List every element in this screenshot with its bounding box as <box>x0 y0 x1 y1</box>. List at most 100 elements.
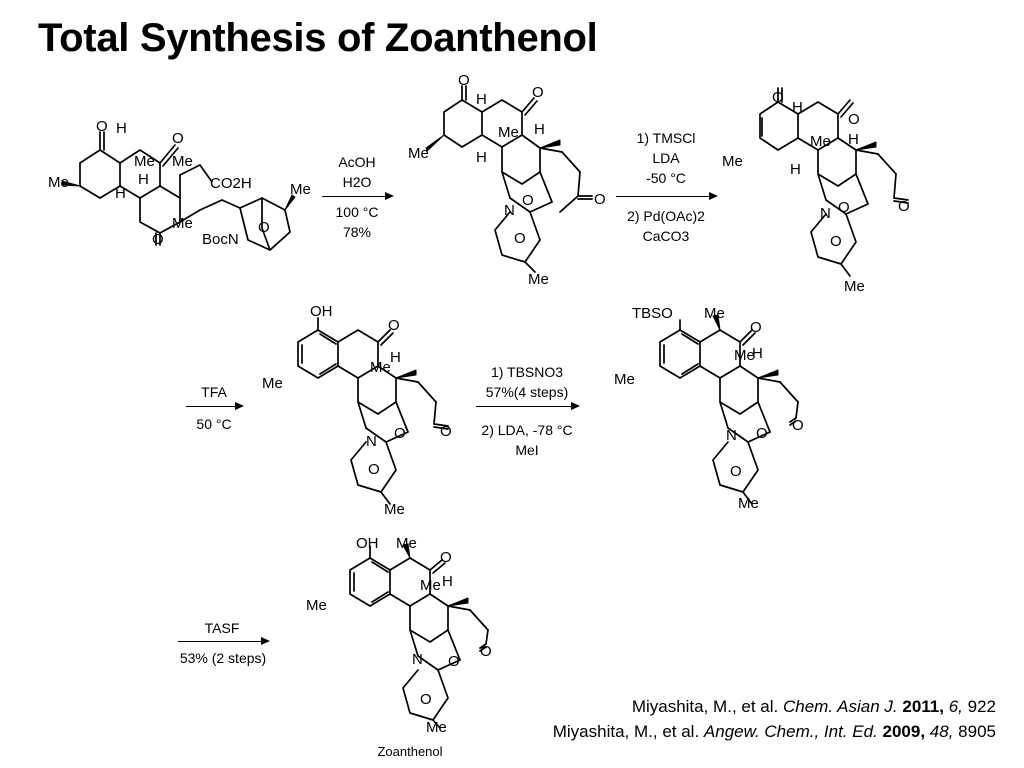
step1-reagent-2: H2O <box>342 174 372 190</box>
step3-temperature-label: 50 °C <box>196 416 232 432</box>
atom-label-hydrogen: H <box>792 99 803 116</box>
atom-label-oxygen: O <box>838 199 850 216</box>
references: Miyashita, M., et al. Chem. Asian J. 201… <box>553 694 996 744</box>
atom-label-oxygen: O <box>772 89 784 106</box>
atom-label-methyl: Me <box>134 153 155 170</box>
atom-label-methyl: Me <box>172 215 193 232</box>
step1-temperature: 100 °C <box>335 204 379 220</box>
step4-arrow <box>476 402 580 410</box>
step5-yield: 53% (2 steps) <box>160 648 286 668</box>
reference-2-journal: Angew. Chem., Int. Ed. <box>703 722 878 741</box>
reference-1-year: 2011, <box>902 697 944 716</box>
atom-label-oxygen: O <box>532 84 544 101</box>
atom-label-oxygen: O <box>448 653 460 670</box>
compound-intermediate-5: TBSO Me O Me H Me O O N O Me <box>614 305 804 512</box>
step4-reagent-2: 2) LDA, -78 °C <box>481 422 573 438</box>
atom-label-hydrogen: H <box>848 131 859 148</box>
atom-label-hydrogen: H <box>534 121 545 138</box>
atom-label-hydrogen: H <box>476 149 487 166</box>
reference-2-volume: 48, <box>929 722 954 741</box>
compound-intermediate-3: O H O Me H Me H O O N O Me <box>722 87 910 295</box>
atom-label-hydrogen: H <box>442 573 453 590</box>
atom-label-methyl: Me <box>370 359 391 376</box>
atom-label-nitrogen: N <box>726 427 737 444</box>
atom-label-methyl: Me <box>426 719 447 736</box>
compound-intermediate-2: O H O Me H Me H O O N O Me <box>408 72 606 288</box>
step2-reagent-3: 2) Pd(OAc)2 <box>627 208 705 224</box>
step5-reagent-label: TASF <box>204 620 240 636</box>
step3-temperature: 50 °C <box>186 414 242 434</box>
slide-title: Total Synthesis of Zoanthenol <box>38 16 598 60</box>
atom-label-methyl: Me <box>498 124 519 141</box>
atom-label-methyl: Me <box>614 371 635 388</box>
atom-label-nitrogen: N <box>366 433 377 450</box>
atom-label-nitrogen: N <box>820 205 831 222</box>
atom-label-oxygen: O <box>848 111 860 128</box>
atom-label-methyl: Me <box>528 271 549 288</box>
atom-label-oxygen: O <box>96 118 108 135</box>
atom-label-oxygen: O <box>522 192 534 209</box>
atom-label-methyl: Me <box>810 133 831 150</box>
atom-label-methyl: Me <box>306 597 327 614</box>
atom-label-oxygen: O <box>394 425 406 442</box>
step1-reagent-1: AcOH <box>338 154 376 170</box>
atom-label-oxygen: O <box>830 233 842 250</box>
atom-label-oxygen: O <box>514 230 526 247</box>
atom-label-hydrogen: H <box>116 120 127 137</box>
atom-label-methyl: Me <box>408 145 429 162</box>
reference-2-authors: Miyashita, M., et al. <box>552 722 700 741</box>
step2-reagent-2: LDA <box>652 150 680 166</box>
step3-reagent: TFA <box>186 382 242 402</box>
compound-intermediate-4: OH O Me H Me O O N O Me <box>262 303 452 518</box>
reference-2: Miyashita, M., et al. Angew. Chem., Int.… <box>553 719 996 744</box>
atom-label-methyl: Me <box>738 495 759 512</box>
atom-label-hydrogen: H <box>752 345 763 362</box>
atom-label-carboxylic-acid: CO2H <box>210 175 252 192</box>
atom-label-methyl: Me <box>704 305 725 322</box>
product-caption: Zoanthenol <box>377 744 443 759</box>
step2-conditions-above: 1) TMSCl LDA -50 °C <box>616 128 716 188</box>
atom-label-oxygen: O <box>480 643 492 660</box>
atom-label-oxygen: O <box>440 549 452 566</box>
atom-label-oxygen: O <box>756 425 768 442</box>
step2-reagent-4: CaCO3 <box>642 228 690 244</box>
step2-conditions-below: 2) Pd(OAc)2 CaCO3 <box>616 206 716 246</box>
atom-label-hydrogen: H <box>138 171 149 188</box>
atom-label-oxygen: O <box>898 198 910 215</box>
compound-starting-material: O H O Me Me H CO2H Me H Me Me O O BocN <box>48 118 311 251</box>
atom-label-oxygen: O <box>172 130 184 147</box>
step1-conditions: AcOH H2O <box>322 152 392 192</box>
atom-label-methyl: Me <box>48 174 69 191</box>
compound-zoanthenol: OH Me O Me H Me O O N O Me <box>306 535 492 736</box>
atom-label-oxygen: O <box>458 72 470 89</box>
atom-label-oxygen: O <box>730 463 742 480</box>
step4-reagent-3: MeI <box>515 442 539 458</box>
reference-1: Miyashita, M., et al. Chem. Asian J. 201… <box>553 694 996 719</box>
step4-yield: 57%(4 steps) <box>485 384 569 400</box>
atom-label-oxygen: O <box>258 219 270 236</box>
atom-label-methyl: Me <box>734 347 755 364</box>
atom-label-methyl: Me <box>844 278 865 295</box>
atom-label-methyl: Me <box>722 153 743 170</box>
step1-arrow <box>322 192 394 200</box>
atom-label-oxygen: O <box>420 691 432 708</box>
step4-conditions-below: 2) LDA, -78 °C MeI <box>476 420 578 460</box>
step5-reagent: TASF <box>178 618 266 638</box>
reference-1-journal: Chem. Asian J. <box>782 697 898 716</box>
atom-label-nitrogen: N <box>412 651 423 668</box>
atom-label-oxygen: O <box>750 319 762 336</box>
atom-label-hydroxyl: OH <box>356 535 379 552</box>
atom-label-oxygen: O <box>388 317 400 334</box>
atom-label-oxygen: O <box>368 461 380 478</box>
atom-label-hydrogen: H <box>476 91 487 108</box>
atom-label-boc-amine: BocN <box>202 231 239 248</box>
reference-2-pages: 8905 <box>958 722 996 741</box>
atom-label-hydrogen: H <box>390 349 401 366</box>
step2-reagent-1: 1) TMSCl <box>636 130 696 146</box>
step2-temperature: -50 °C <box>646 170 686 186</box>
atom-label-methyl: Me <box>172 153 193 170</box>
atom-label-methyl: Me <box>420 577 441 594</box>
step4-conditions-above: 1) TBSNO3 57%(4 steps) <box>476 362 578 402</box>
